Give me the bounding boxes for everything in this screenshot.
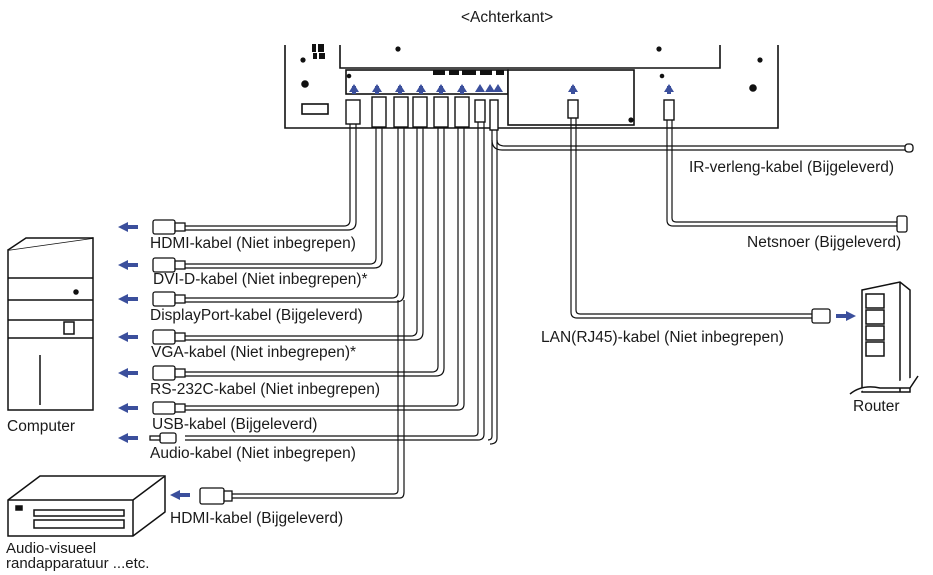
label-vga: VGA-kabel (Niet inbegrepen)* bbox=[151, 344, 357, 361]
label-rs232c: RS-232C-kabel (Niet inbegrepen) bbox=[150, 381, 381, 398]
label-audio: Audio-kabel (Niet inbegrepen) bbox=[150, 445, 356, 462]
label-ir: IR-verleng-kabel (Bijgeleverd) bbox=[689, 159, 895, 176]
router bbox=[849, 281, 919, 395]
port-arrows bbox=[349, 84, 674, 94]
monitor-back bbox=[284, 45, 779, 129]
label-displayport: DisplayPort-kabel (Bijgeleverd) bbox=[150, 307, 363, 324]
cables bbox=[185, 118, 905, 499]
label-router: Router bbox=[853, 398, 900, 415]
label-computer: Computer bbox=[7, 418, 76, 435]
label-av-line1: Audio-visueel bbox=[6, 540, 97, 557]
label-dvi: DVI-D-kabel (Niet inbegrepen)* bbox=[153, 271, 368, 288]
av-device bbox=[7, 475, 166, 537]
computer-tower bbox=[7, 237, 94, 411]
diagram-title: <Achterkant> bbox=[461, 9, 554, 26]
port-connectors bbox=[345, 96, 675, 131]
cable-plugs bbox=[149, 143, 914, 505]
label-av-line2: randapparatuur ...etc. bbox=[6, 555, 150, 572]
device-arrows bbox=[118, 222, 856, 500]
label-hdmi-pc: HDMI-kabel (Niet inbegrepen) bbox=[150, 235, 356, 252]
monitor-labels bbox=[312, 44, 504, 75]
label-hdmi-av: HDMI-kabel (Bijgeleverd) bbox=[170, 510, 344, 527]
label-power: Netsnoer (Bijgeleverd) bbox=[747, 234, 902, 251]
label-usb: USB-kabel (Bijgeleverd) bbox=[152, 416, 318, 433]
label-lan: LAN(RJ45)-kabel (Niet inbegrepen) bbox=[541, 329, 784, 346]
